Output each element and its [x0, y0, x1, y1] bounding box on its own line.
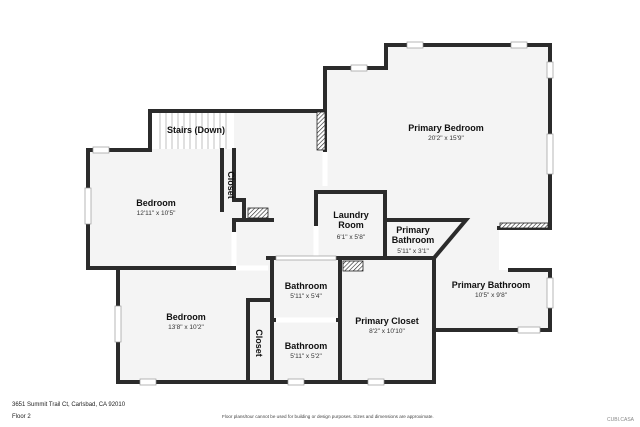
room-name-primary-closet: Primary Closet [355, 316, 419, 326]
room-name-closet-1: Closet [226, 171, 236, 199]
room-dims-primary-bath-small: 5'11" x 3'1" [397, 248, 429, 255]
room-name-stairs: Stairs (Down) [167, 125, 225, 135]
stairs [150, 111, 234, 149]
openings [231, 152, 336, 323]
room-dims-bathroom-1: 5'11" x 5'4" [290, 293, 322, 300]
room-dims-bedroom-1: 12'11" x 10'5" [137, 210, 176, 217]
hatched-blocks [247, 111, 549, 272]
disclaimer-text: Floor plans/tour cannot be used for buil… [222, 414, 434, 419]
room-name-bathroom-2: Bathroom [285, 341, 328, 351]
room-dims-primary-bedroom: 20'2" x 15'9" [428, 135, 464, 142]
room-name-primary-bedroom: Primary Bedroom [408, 123, 484, 133]
brand-logo: CUBI.CASA [607, 417, 634, 423]
room-labels: Stairs (Down) Bedroom 12'11" x 10'5" Clo… [136, 123, 530, 360]
room-dims-primary-bath-large: 10'5" x 9'8" [475, 292, 508, 299]
room-dims-primary-closet: 8'2" x 10'10" [369, 328, 405, 335]
room-name-primary-bath-large: Primary Bathroom [452, 280, 531, 290]
room-dims-bathroom-2: 5'11" x 5'2" [290, 353, 322, 360]
property-address: 3651 Summit Trail Ct, Carlsbad, CA 92010 [12, 402, 126, 408]
room-name-bedroom-2: Bedroom [166, 312, 206, 322]
room-name-closet-2: Closet [254, 329, 264, 357]
windows [84, 41, 554, 386]
room-dims-laundry: 6'1" x 5'8" [337, 234, 366, 241]
room-name-bedroom-1: Bedroom [136, 198, 176, 208]
room-name-bathroom-1: Bathroom [285, 281, 328, 291]
room-dims-bedroom-2: 13'8" x 10'2" [168, 324, 204, 331]
floor-label: Floor 2 [12, 414, 31, 420]
